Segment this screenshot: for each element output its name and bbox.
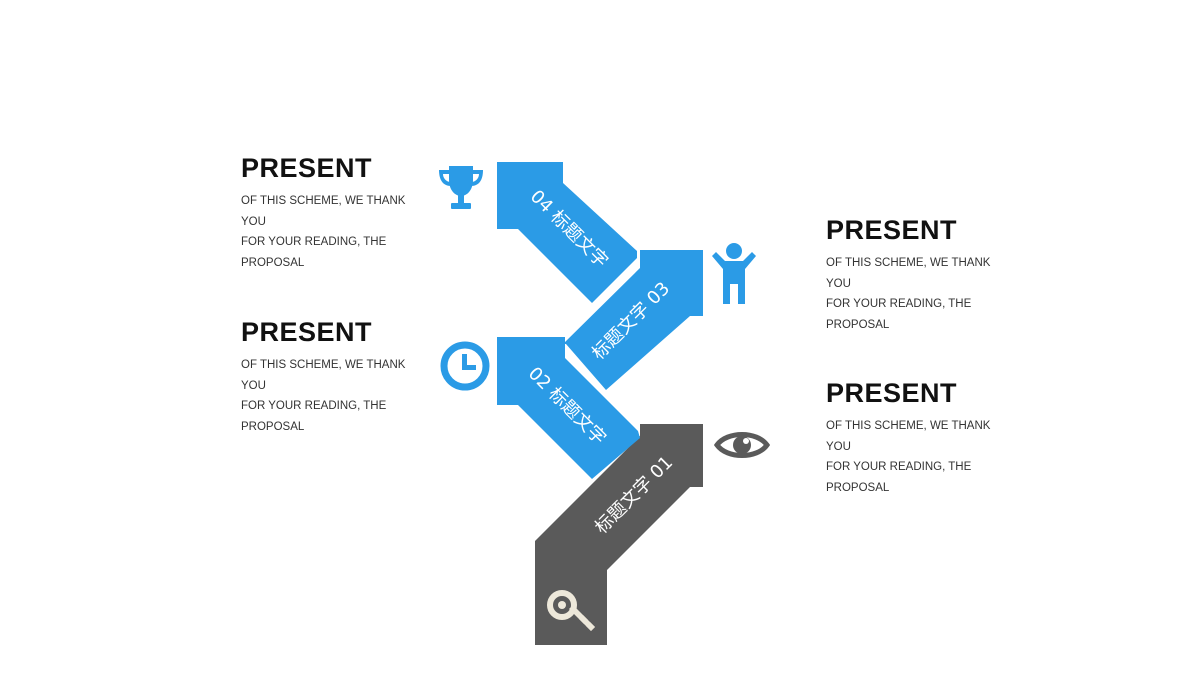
desc-line: PROPOSAL bbox=[241, 420, 305, 433]
text-block-right-top: PRESENT OF THIS SCHEME, WE THANK YOU FOR… bbox=[826, 215, 1016, 335]
block-title: PRESENT bbox=[241, 317, 373, 347]
block-description: OF THIS SCHEME, WE THANK YOU FOR YOUR RE… bbox=[826, 253, 1016, 335]
block-title: PRESENT bbox=[241, 153, 373, 183]
desc-line: OF THIS SCHEME, WE THANK YOU bbox=[826, 257, 991, 290]
text-block-left-top: PRESENT OF THIS SCHEME, WE THANK YOU FOR… bbox=[241, 153, 431, 273]
desc-line: PROPOSAL bbox=[826, 481, 890, 494]
desc-line: FOR YOUR READING, THE bbox=[826, 461, 972, 473]
block-title: PRESENT bbox=[826, 215, 958, 245]
step-03-arrow bbox=[563, 250, 703, 390]
block-description: OF THIS SCHEME, WE THANK YOU FOR YOUR RE… bbox=[241, 191, 431, 273]
block-title: PRESENT bbox=[826, 378, 958, 408]
desc-line: OF THIS SCHEME, WE THANK YOU bbox=[826, 420, 991, 453]
desc-line: FOR YOUR READING, THE bbox=[826, 298, 972, 310]
trophy-icon bbox=[439, 166, 483, 209]
text-block-right-bottom: PRESENT OF THIS SCHEME, WE THANK YOU FOR… bbox=[826, 378, 1016, 498]
desc-line: OF THIS SCHEME, WE THANK YOU bbox=[241, 195, 406, 228]
desc-line: OF THIS SCHEME, WE THANK YOU bbox=[241, 359, 406, 392]
desc-line: FOR YOUR READING, THE bbox=[241, 400, 387, 412]
desc-line: FOR YOUR READING, THE bbox=[241, 236, 387, 248]
clock-icon bbox=[440, 341, 490, 391]
text-block-left-bottom: PRESENT OF THIS SCHEME, WE THANK YOU FOR… bbox=[241, 317, 431, 437]
step-04-arrow bbox=[497, 162, 637, 303]
step-02-arrow bbox=[497, 337, 640, 479]
desc-line: PROPOSAL bbox=[241, 256, 305, 269]
key-icon bbox=[547, 590, 595, 631]
eye-icon bbox=[713, 432, 771, 458]
block-description: OF THIS SCHEME, WE THANK YOU FOR YOUR RE… bbox=[826, 416, 1016, 498]
person-icon bbox=[712, 243, 756, 304]
desc-line: PROPOSAL bbox=[826, 318, 890, 331]
step-01-arrow bbox=[535, 424, 703, 645]
block-description: OF THIS SCHEME, WE THANK YOU FOR YOUR RE… bbox=[241, 355, 431, 437]
